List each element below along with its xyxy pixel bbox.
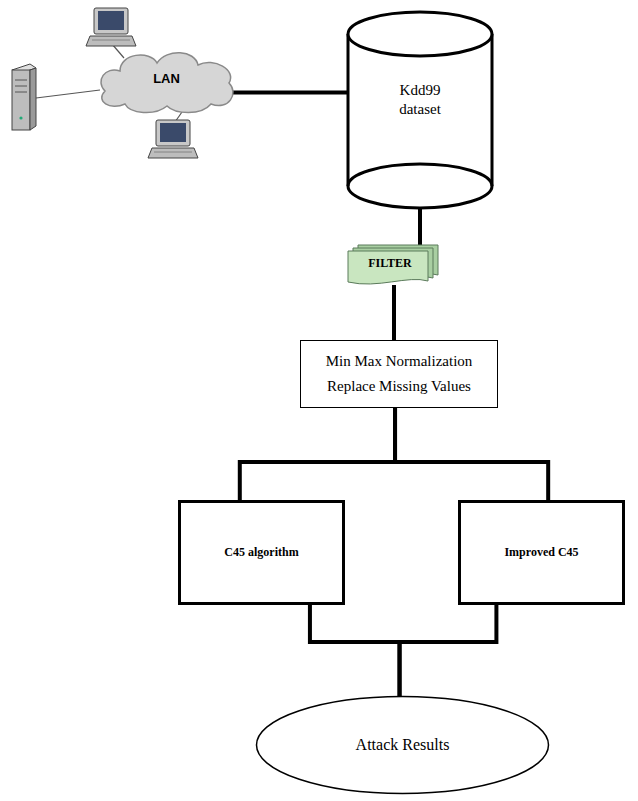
server-icon [12, 64, 36, 130]
dataset-cylinder: Kdd99 dataset [345, 10, 495, 210]
network-link [36, 90, 100, 98]
lan-cloud: LAN [95, 45, 238, 117]
connector-line [310, 605, 400, 695]
connector [310, 605, 400, 695]
node-label: Kdd99 dataset [379, 81, 461, 120]
node-label: Replace Missing Values [327, 377, 471, 397]
connector [394, 287, 395, 340]
node-label: FILTER [368, 256, 412, 272]
node-label: LAN [153, 71, 180, 88]
connector [400, 605, 497, 695]
connector [234, 92, 345, 93]
node-label: Min Max Normalization [326, 352, 473, 372]
filter-icon: FILTER [348, 245, 440, 287]
connector-line [240, 408, 395, 500]
computer-icon [148, 120, 198, 158]
connector-line [400, 605, 497, 695]
connector [240, 408, 395, 500]
connector-line [392, 287, 396, 340]
result-ellipse: Attack Results [255, 695, 550, 795]
node-label: C45 algorithm [224, 545, 298, 561]
computer-icon [86, 8, 136, 46]
node-label: Attack Results [356, 735, 450, 756]
node-label: Improved C45 [504, 545, 578, 561]
process-box: C45 algorithm [178, 500, 345, 605]
connector [395, 408, 548, 500]
connector [420, 210, 421, 245]
process-box: Min Max NormalizationReplace Missing Val… [300, 340, 498, 408]
connector-line [418, 210, 422, 245]
connector-line [395, 408, 548, 500]
process-box: Improved C45 [458, 500, 625, 605]
connector-line [234, 91, 345, 95]
